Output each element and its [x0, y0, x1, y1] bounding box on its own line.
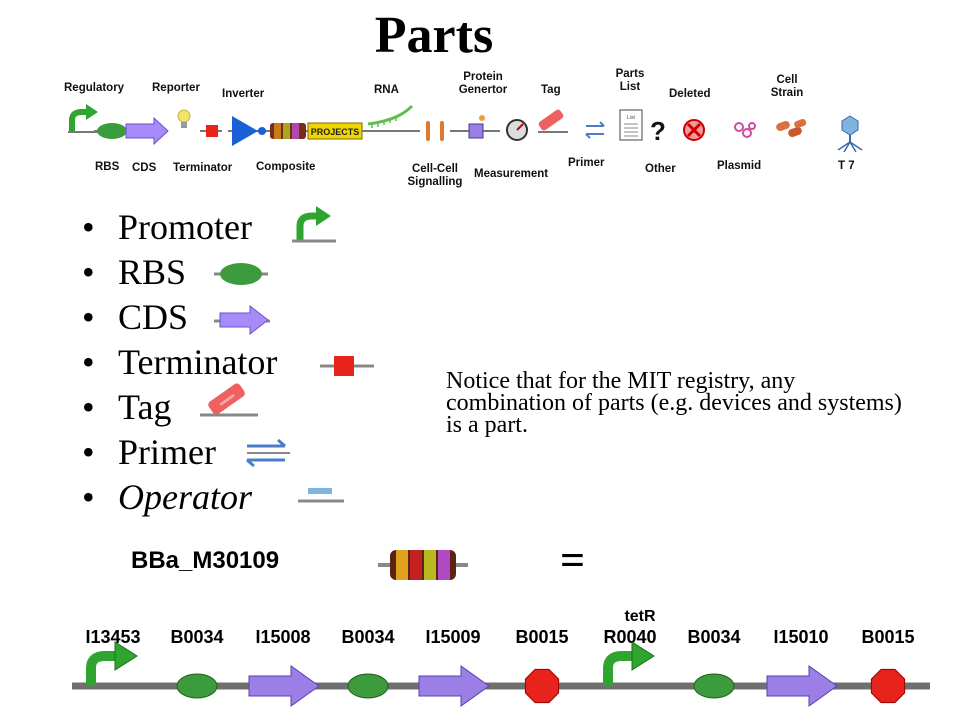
- terminator-part-5: [524, 668, 560, 704]
- label-other: Other: [645, 163, 676, 175]
- label-deleted: Deleted: [669, 88, 711, 100]
- parts-bullet-list: •Promoter •RBS •CDS •Terminator •Tag •Pr…: [78, 205, 277, 520]
- list-item: •Operator: [82, 477, 252, 517]
- terminator-icon: [320, 356, 374, 376]
- label-plasmid: Plasmid: [717, 160, 762, 172]
- promoter-icon: [292, 206, 336, 243]
- list-item: •Terminator: [82, 342, 278, 382]
- list-item: •CDS: [82, 297, 189, 337]
- part-label-6: R0040: [603, 627, 657, 647]
- terminator-palette-icon: [200, 125, 222, 137]
- bullet-text-primer: Primer: [118, 432, 216, 472]
- parts-list-icon: List: [619, 109, 643, 141]
- t7-icon: [837, 115, 863, 153]
- part-label-2: I15008: [255, 627, 311, 647]
- equals-sign: =: [560, 536, 586, 585]
- label-protein-generator: Protein Genertor: [458, 71, 508, 96]
- part-label-0: I13453: [85, 627, 141, 647]
- measurement-icon: [506, 119, 528, 141]
- label-cell-strain: Cell Strain: [770, 74, 804, 99]
- composite-icon: [266, 123, 312, 139]
- rbs-part-1: [176, 673, 218, 699]
- cds-part-2: [248, 665, 320, 707]
- tag-palette-icon: [538, 109, 568, 133]
- part-label-5: B0015: [515, 627, 569, 647]
- terminator-part-9: [870, 668, 906, 704]
- label-reporter: Reporter: [152, 82, 200, 94]
- promoter-part-0: [86, 641, 138, 686]
- bullet-text-tag: Tag: [118, 387, 172, 427]
- label-measurement: Measurement: [474, 168, 549, 180]
- label-cds: CDS: [132, 162, 157, 174]
- label-t7: T 7: [838, 160, 855, 172]
- label-rna: RNA: [374, 84, 399, 96]
- page-title: Parts: [374, 7, 494, 64]
- label-tag: Tag: [541, 84, 561, 96]
- cds-part-4: [418, 665, 490, 707]
- list-item: •Promoter: [82, 207, 252, 247]
- label-rbs: RBS: [95, 161, 120, 173]
- list-item: •Primer: [82, 432, 216, 472]
- plasmid-icon: [734, 122, 756, 138]
- part-label-4: I15009: [425, 627, 481, 647]
- composite-device-icon: [378, 550, 468, 580]
- list-item: •RBS: [82, 252, 187, 292]
- deleted-icon: [683, 119, 705, 141]
- label-inverter: Inverter: [222, 88, 265, 100]
- part-label-8: I15010: [773, 627, 829, 647]
- other-icon: ?: [650, 116, 666, 146]
- cds-icon: [214, 304, 270, 336]
- label-primer: Primer: [568, 157, 605, 169]
- label-regulatory: Regulatory: [64, 82, 125, 94]
- label-terminator: Terminator: [173, 162, 233, 174]
- part-label-7: B0034: [687, 627, 741, 647]
- protein-generator-icon: [468, 115, 485, 139]
- part-label-3: B0034: [341, 627, 395, 647]
- notice-text: Notice that for the MIT registry, any co…: [446, 368, 902, 438]
- cds-palette-icon: [125, 116, 169, 146]
- part-label-9: B0015: [861, 627, 915, 647]
- primer-icon: [246, 438, 290, 468]
- projects-label: PROJECTS: [311, 127, 360, 137]
- bullet-text-cds: CDS: [118, 297, 189, 337]
- bullet-text-promoter: Promoter: [118, 207, 252, 247]
- label-cell-cell-signalling: Cell-Cell Signalling: [407, 163, 463, 188]
- rbs-part-3: [347, 673, 389, 699]
- cell-cell-signalling-icon: [426, 121, 444, 141]
- rna-icon: [367, 104, 414, 128]
- tetr-label: tetR: [624, 608, 656, 625]
- device-name: BBa_M30109: [131, 547, 280, 574]
- label-parts-list: Parts List: [615, 68, 645, 93]
- reporter-icon: [177, 109, 191, 128]
- rbs-part-7: [693, 673, 735, 699]
- inverter-icon: [228, 116, 270, 146]
- svg-text:List: List: [627, 115, 635, 121]
- primer-palette-icon: [585, 121, 605, 139]
- list-item: •Tag: [82, 387, 172, 427]
- part-label-1: B0034: [170, 627, 224, 647]
- operator-icon: [298, 488, 344, 503]
- cell-strain-icon: [776, 118, 807, 138]
- rbs-icon: [214, 263, 268, 285]
- bullet-text-operator: Operator: [118, 477, 252, 517]
- label-composite: Composite: [256, 161, 316, 173]
- promoter-part-6: [603, 641, 655, 686]
- bullet-text-rbs: RBS: [118, 252, 187, 292]
- bullet-text-terminator: Terminator: [118, 342, 278, 382]
- cds-part-8: [766, 665, 838, 707]
